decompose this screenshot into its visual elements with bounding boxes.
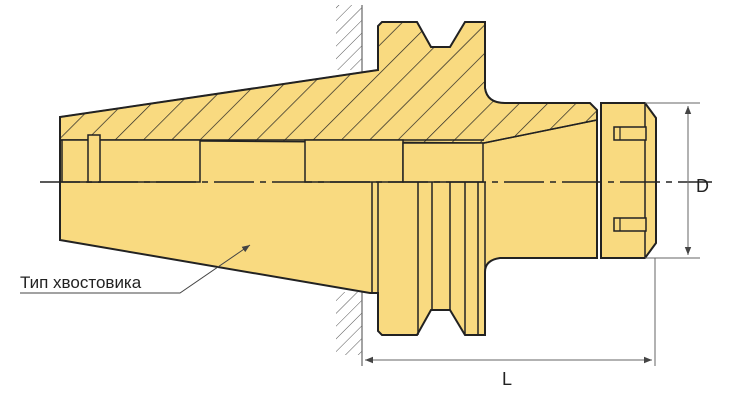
shank-type-leader xyxy=(20,244,251,294)
collet-nut xyxy=(600,102,657,259)
dimension-l-label: L xyxy=(502,369,512,389)
dimension-d xyxy=(645,102,700,259)
dimension-d-label: D xyxy=(696,176,709,196)
internal-contours xyxy=(61,134,486,335)
machine-spindle-wall xyxy=(336,5,363,366)
dimension-l xyxy=(365,258,656,366)
section-hatch xyxy=(59,21,598,144)
shank-type-label: Тип хвостовика xyxy=(20,273,142,292)
